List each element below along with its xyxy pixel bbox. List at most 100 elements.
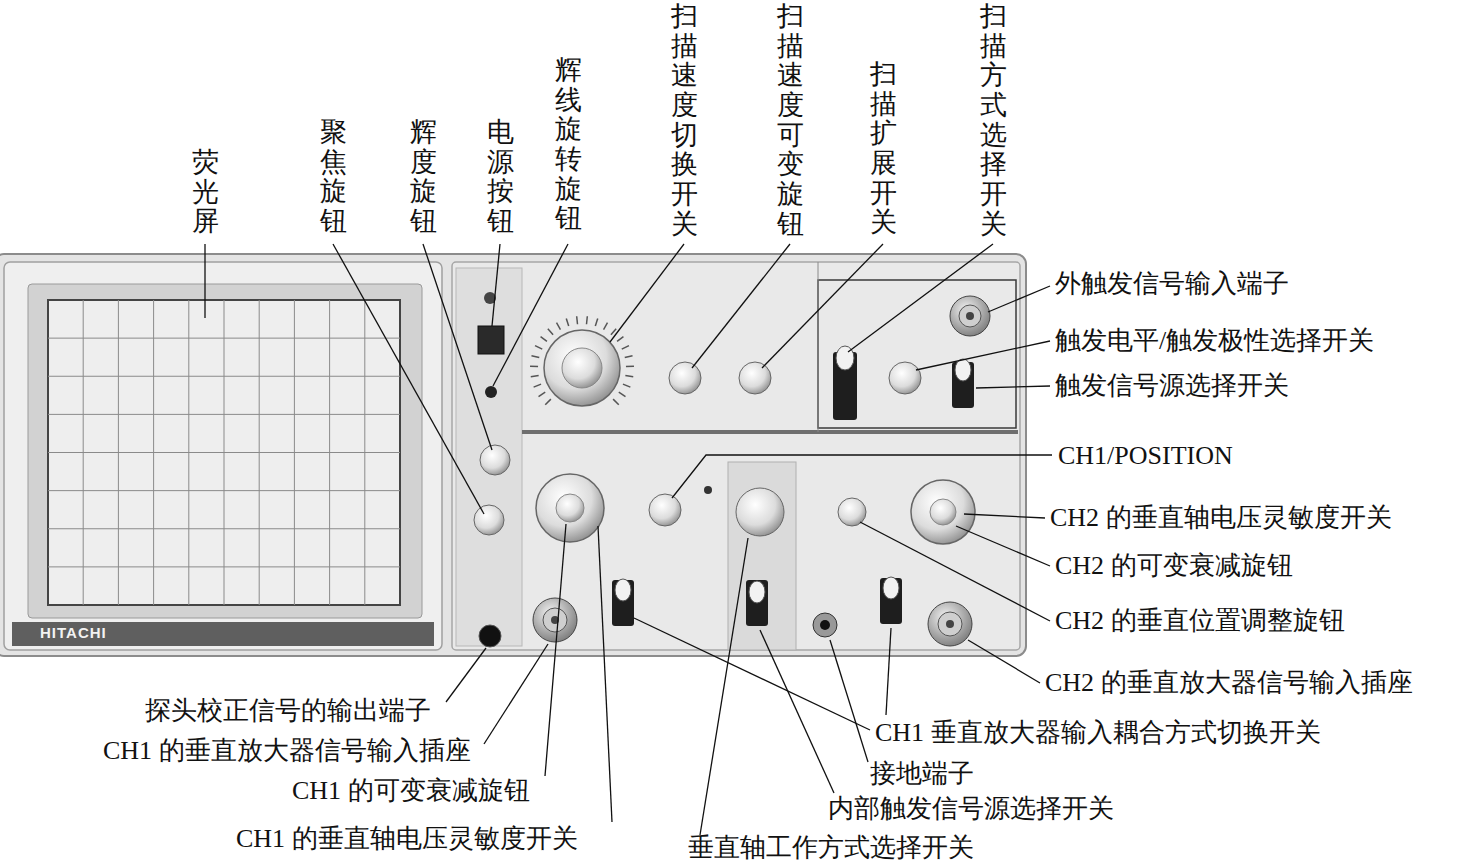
switch-lever <box>615 579 631 601</box>
leader-line <box>598 526 612 822</box>
mode-section-band <box>728 462 796 650</box>
graticule-line <box>48 376 400 377</box>
crt-screen <box>48 300 400 605</box>
leader-line <box>610 244 684 342</box>
leader-line <box>916 341 1050 370</box>
callout-label: 外触发信号输入端子 <box>1055 268 1289 299</box>
ch1-input-bnc <box>533 598 577 642</box>
leader-line <box>700 538 748 835</box>
dial-tick <box>534 384 541 387</box>
ch2-position-knob <box>838 498 866 526</box>
ext-trigger-bnc <box>950 296 990 336</box>
leader-line <box>204 244 205 318</box>
display-control-strip <box>456 268 522 646</box>
leader-line <box>423 244 492 450</box>
callout-label-vertical: 电源按钮 <box>487 118 514 237</box>
leader-line <box>492 244 500 326</box>
dial-tick <box>566 318 568 326</box>
switch-lever <box>749 581 765 603</box>
dial-tick <box>613 399 619 405</box>
panel-divider <box>818 262 819 432</box>
sweep-magnify-knob <box>739 362 771 394</box>
ground-terminal <box>813 613 837 637</box>
leader-line <box>860 522 1050 621</box>
brand-text: HITACHI <box>40 624 107 642</box>
trigger-section-frame <box>818 280 1016 428</box>
dial-tick <box>617 337 623 342</box>
dial-tick <box>548 329 553 335</box>
callout-label: 触发信号源选择开关 <box>1055 370 1289 401</box>
leader-line <box>333 244 484 514</box>
dial-tick <box>619 392 626 396</box>
callout-label-vertical: 辉线旋转旋钮 <box>555 56 582 234</box>
dial-tick <box>622 346 629 349</box>
callout-label: CH1 的可变衰减旋钮 <box>292 775 530 806</box>
callout-label: CH1 垂直放大器输入耦合方式切换开关 <box>875 717 1321 748</box>
callout-label: CH2 的垂直轴电压灵敏度开关 <box>1050 502 1392 533</box>
callout-label: CH1 的垂直放大器信号输入插座 <box>103 735 471 766</box>
sweep-time-knob-cap <box>562 348 602 388</box>
ch1-variable-knob <box>556 494 584 522</box>
leader-line <box>760 630 834 793</box>
graticule-line <box>48 490 400 491</box>
dial-tick <box>530 365 538 367</box>
int-trigger-switch <box>746 580 768 626</box>
switch-lever <box>883 577 899 599</box>
control-panel <box>452 262 1020 650</box>
callout-label: 内部触发信号源选择开关 <box>828 793 1114 824</box>
dial-tick <box>586 316 588 324</box>
leader-line <box>446 648 486 702</box>
dial-tick <box>531 375 539 376</box>
callout-label-vertical: 扫描速度可变旋钮 <box>777 2 804 240</box>
dial-tick <box>595 318 597 326</box>
graticule-line <box>48 528 400 529</box>
callout-label: CH2 的垂直放大器信号输入插座 <box>1045 667 1413 698</box>
dial-tick <box>531 356 539 358</box>
bnc-pin <box>966 312 974 320</box>
callout-label: 垂直轴工作方式选择开关 <box>688 832 974 863</box>
ch2-input-bnc <box>928 602 972 646</box>
ch2-volts-knob <box>911 480 975 544</box>
bnc-pin <box>946 620 954 628</box>
callout-label-vertical: 聚焦旋钮 <box>320 118 347 237</box>
dial-tick <box>541 337 547 342</box>
brand-strip <box>12 622 434 646</box>
dial-tick <box>545 399 551 405</box>
leader-line <box>886 628 891 715</box>
ground-terminal-hole <box>820 620 830 630</box>
callout-label-vertical: 扫描扩展开关 <box>870 60 897 238</box>
leader-line <box>672 455 1052 498</box>
intensity-knob <box>480 445 510 475</box>
leader-line <box>762 244 883 368</box>
power-button <box>478 326 504 354</box>
sweep-time-knob <box>544 330 620 406</box>
sweep-variable-knob <box>669 362 701 394</box>
leader-line <box>484 644 548 744</box>
leader-line <box>634 618 870 730</box>
ch2-coupling-switch <box>880 578 902 624</box>
graticule-line <box>48 338 400 339</box>
screen-graticule <box>48 300 400 605</box>
leader-line <box>988 286 1050 312</box>
switch-lever <box>955 359 971 381</box>
dial-tick <box>535 346 542 349</box>
leader-line <box>976 386 1050 388</box>
dial-tick <box>576 316 578 324</box>
leader-line <box>956 526 1050 566</box>
focus-knob <box>474 505 504 535</box>
leader-line <box>692 244 790 368</box>
callout-label: CH1/POSITION <box>1058 440 1233 471</box>
indicator-dot <box>704 486 712 494</box>
leader-line <box>493 244 568 386</box>
probe-cal-terminal <box>479 625 501 647</box>
dial-tick <box>625 356 633 358</box>
callout-label-vertical: 扫描速度切换开关 <box>671 2 698 240</box>
dial-tick <box>604 323 608 330</box>
trigger-level-knob <box>889 362 921 394</box>
ch1-volts-knob <box>536 474 604 542</box>
leader-line <box>964 514 1045 518</box>
callout-label-vertical: 扫描方式选择开关 <box>980 2 1007 240</box>
callout-label: CH1 的垂直轴电压灵敏度开关 <box>236 823 578 854</box>
graticule-line <box>48 566 400 567</box>
dial-tick <box>626 365 634 367</box>
